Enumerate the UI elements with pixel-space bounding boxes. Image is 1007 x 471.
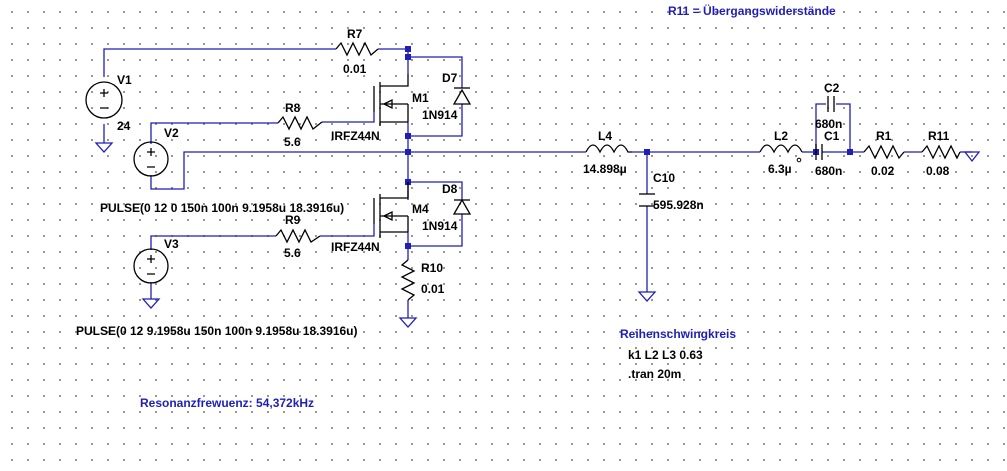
r1-value: 0.02: [871, 164, 895, 178]
diode-d8[interactable]: D8 1N914: [422, 182, 472, 233]
coupling-directive: k1 L2 L3 0.63: [628, 348, 703, 362]
mosfet-m1[interactable]: M1 IRFZ44N: [331, 74, 429, 143]
voltage-source-v1[interactable]: V1 24: [85, 73, 132, 133]
l4-value: 14.898µ: [583, 162, 627, 176]
capacitor-c10[interactable]: C10 595.928n: [639, 171, 704, 212]
l2-ref: L2: [774, 129, 788, 143]
r7-ref: R7: [347, 27, 363, 41]
r10-ref: R10: [421, 261, 443, 275]
resistor-r1[interactable]: R1 0.02: [863, 129, 905, 178]
v1-value: 24: [117, 119, 131, 133]
c10-ref: C10: [653, 171, 675, 185]
wire-v2-midpoint[interactable]: [150, 151, 586, 190]
resistor-r8[interactable]: R8 5.6: [277, 101, 323, 149]
l2-value: 6.3µ: [768, 162, 792, 176]
wire-r8-gate[interactable]: [322, 112, 375, 123]
inductor-l2[interactable]: L2 6.3µ: [759, 129, 803, 176]
junction-dot: [405, 243, 411, 249]
wire-d8-top[interactable]: [408, 181, 463, 200]
v3-value: PULSE(0 12 9.1958u 150n 100n 9.1958u 18.…: [76, 324, 358, 338]
v3-ref: V3: [164, 237, 179, 251]
resonance-frequency-note: Resonanzfrewuenz: 54,372kHz: [140, 396, 314, 410]
wire-d7-bottom[interactable]: [408, 104, 463, 137]
resistor-r9[interactable]: R9 5.6: [275, 213, 321, 260]
ground-symbol: [963, 151, 981, 163]
wire-v2-r8[interactable]: [150, 122, 278, 144]
grounds: [94, 142, 981, 328]
resistor-r11[interactable]: R11 0.08: [921, 129, 961, 178]
wires: [103, 48, 972, 318]
wire-d8-bottom[interactable]: [408, 214, 463, 247]
v1-ref: V1: [117, 73, 132, 87]
r11-ref: R11: [928, 129, 950, 143]
capacitor-c2[interactable]: C2 680n: [815, 81, 842, 131]
wire-c2-left[interactable]: [815, 103, 826, 152]
r8-ref: R8: [285, 101, 301, 115]
r8-value: 5.6: [284, 135, 301, 149]
r11-note: R11 = Übergangswiderstände: [668, 3, 836, 18]
wire-v1-r7[interactable]: [103, 48, 336, 77]
ground-symbol: [141, 298, 161, 309]
ground-symbol: [637, 291, 657, 302]
c10-value: 595.928n: [653, 198, 704, 212]
wire-c2-right[interactable]: [836, 103, 851, 152]
series-resonant-title: Reihenschwingkreis: [620, 327, 736, 341]
capacitor-c1[interactable]: C1 680n: [815, 129, 842, 178]
junction-dot: [405, 54, 411, 60]
tran-directive: .tran 20m: [628, 367, 681, 381]
m4-ref: M4: [412, 202, 429, 216]
l4-ref: L4: [598, 129, 612, 143]
d8-model: 1N914: [422, 219, 458, 233]
ground-symbol: [398, 317, 418, 328]
junction-dot: [644, 149, 650, 155]
r1-ref: R1: [876, 129, 892, 143]
wire-r7-m1[interactable]: [378, 48, 409, 74]
m1-ref: M1: [412, 91, 429, 105]
wire-d7-top[interactable]: [408, 56, 463, 88]
r11-value: 0.08: [926, 164, 950, 178]
junction-dot: [405, 133, 411, 139]
d7-model: 1N914: [422, 108, 458, 122]
d8-ref: D8: [442, 182, 458, 196]
ground-symbol: [94, 142, 114, 153]
junction-dot: [405, 149, 411, 155]
r9-value: 5.6: [284, 246, 301, 260]
voltage-source-v3[interactable]: V3 PULSE(0 12 9.1958u 150n 100n 9.1958u …: [76, 237, 358, 338]
resistor-r7[interactable]: R7 0.01: [335, 27, 379, 76]
resistor-r10[interactable]: R10 0.01: [400, 259, 445, 301]
junction-dot: [847, 149, 853, 155]
voltage-source-v2[interactable]: V2 PULSE(0 12 0 150n 100n 9.1958u 18.391…: [100, 126, 344, 215]
junction-dot: [405, 46, 411, 52]
c2-ref: C2: [824, 81, 840, 95]
m4-model: IRFZ44N: [331, 240, 380, 254]
m1-model: IRFZ44N: [331, 129, 380, 143]
r10-value: 0.01: [421, 282, 445, 296]
r7-value: 0.01: [343, 62, 367, 76]
mosfet-m4[interactable]: M4 IRFZ44N: [331, 182, 429, 254]
d7-ref: D7: [442, 71, 458, 85]
diode-d7[interactable]: D7 1N914: [422, 71, 472, 122]
v2-value: PULSE(0 12 0 150n 100n 9.1958u 18.3916u): [100, 201, 344, 215]
c2-value: 680n: [815, 117, 842, 131]
c1-ref: C1: [824, 129, 840, 143]
wire-r9-gate[interactable]: [320, 224, 375, 237]
wire-v3-r9[interactable]: [150, 235, 276, 250]
c1-value: 680n: [815, 164, 842, 178]
inductor-l4[interactable]: L4 14.898µ: [583, 129, 632, 176]
v2-ref: V2: [164, 126, 179, 140]
r9-ref: R9: [285, 213, 301, 227]
